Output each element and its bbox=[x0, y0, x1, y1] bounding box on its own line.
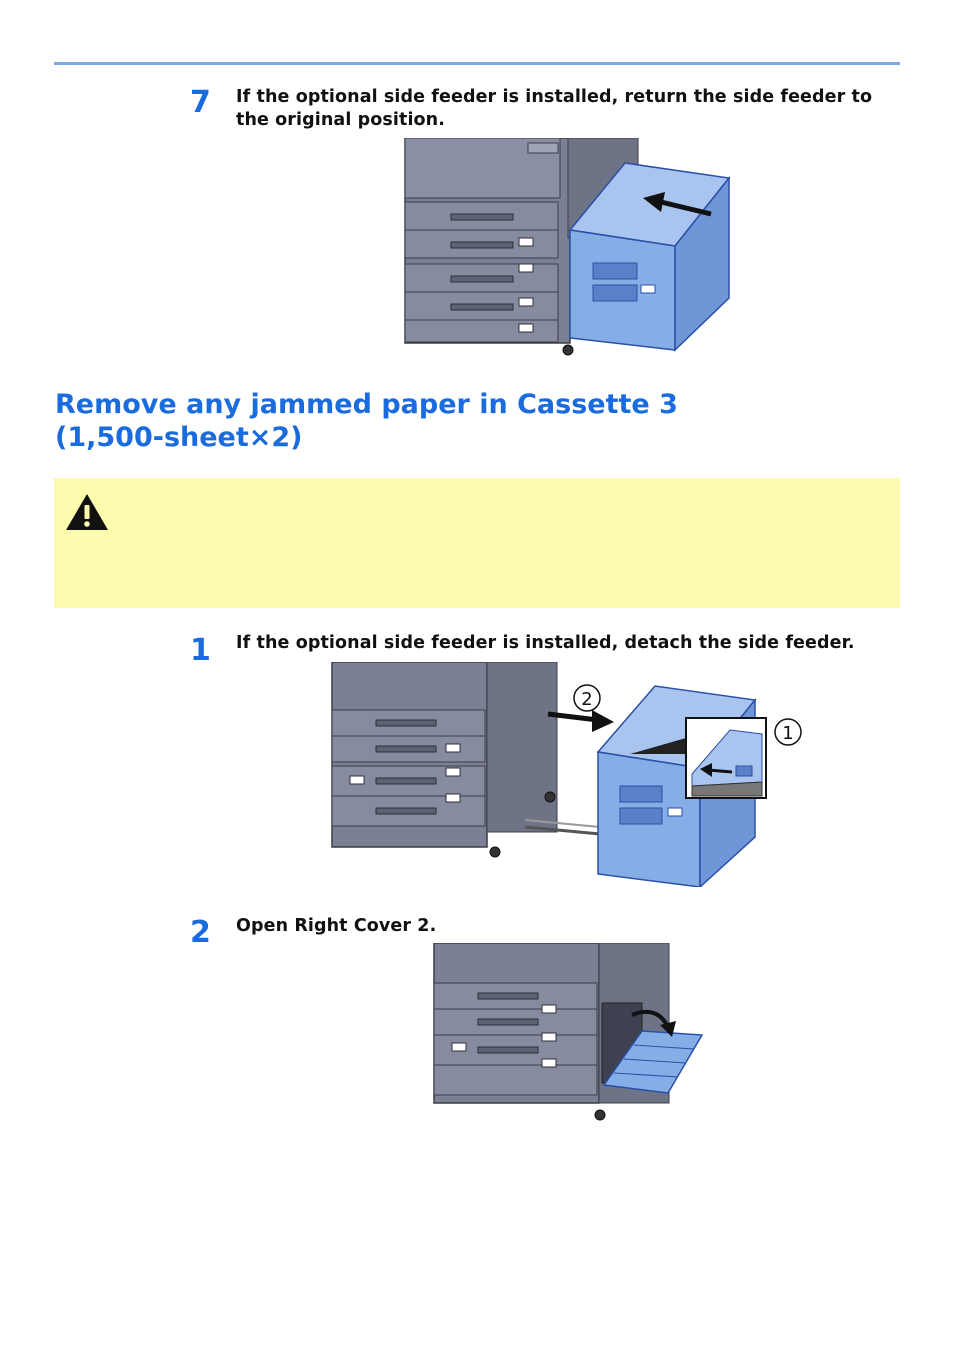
return-side-feeder-illustration bbox=[404, 138, 731, 356]
top-rule bbox=[54, 62, 900, 65]
step-number-1: 1 bbox=[190, 633, 211, 668]
detach-side-feeder-illustration: 2 1 bbox=[331, 662, 802, 887]
callout-2: 2 bbox=[581, 689, 592, 710]
section-title-line2: (1,500-sheet×2) bbox=[55, 422, 303, 453]
arrow-icon bbox=[631, 1010, 676, 1037]
section-title: Remove any jammed paper in Cassette 3 (1… bbox=[55, 388, 755, 454]
step-text-7: If the optional side feeder is installed… bbox=[236, 87, 873, 130]
arrow-icon bbox=[700, 763, 733, 777]
arrow-icon bbox=[643, 192, 712, 217]
step-number-7: 7 bbox=[190, 85, 211, 120]
step-text-1: If the optional side feeder is installed… bbox=[236, 633, 855, 653]
caution-box bbox=[54, 478, 900, 608]
step-text-2: Open Right Cover 2. bbox=[236, 916, 437, 936]
step-number-2: 2 bbox=[190, 915, 211, 950]
arrow-icon bbox=[547, 710, 614, 732]
section-title-line1: Remove any jammed paper in Cassette 3 bbox=[55, 389, 678, 420]
caution-triangle-icon bbox=[66, 494, 108, 530]
callout-1: 1 bbox=[782, 723, 793, 744]
open-right-cover-illustration bbox=[433, 943, 704, 1121]
